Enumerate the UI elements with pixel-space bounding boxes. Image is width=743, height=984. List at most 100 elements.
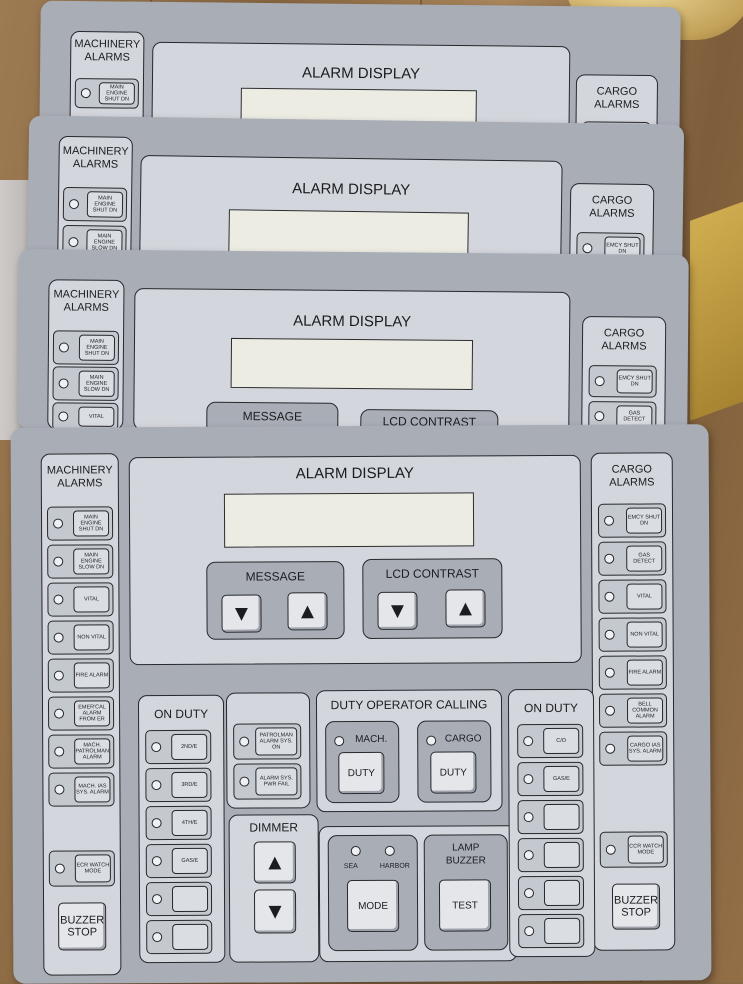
message-label: MESSAGE xyxy=(242,409,303,424)
indicator-led xyxy=(53,670,64,681)
indicator-led xyxy=(54,708,65,719)
key-label: VITAL xyxy=(626,583,663,610)
machinery-rocker-emercal-alarm[interactable]: EMER'CAL ALARM FROM ER xyxy=(47,696,115,731)
on-duty-left-group: ON DUTY 2nd/E 3rd/E 4th/E GAS/E xyxy=(137,694,226,964)
on-duty-left-rocker[interactable] xyxy=(145,881,213,917)
machinery-rocker-ecr-watch-mode[interactable]: ECR WATCH MODE xyxy=(48,850,115,887)
key-label: CARGO IAS SYS. ALARM xyxy=(627,735,664,762)
key-label: EMCY SHUT DN xyxy=(616,369,653,394)
key-label: CCR WATCH MODE xyxy=(627,835,664,864)
machinery-rocker[interactable]: MAIN ENGINE SHUT DN xyxy=(74,78,139,109)
cargo-rocker-gas-detect[interactable]: GAS DETECT xyxy=(598,541,667,576)
machinery-rocker-non-vital[interactable]: NON VITAL xyxy=(47,620,114,655)
key-label: VITAL xyxy=(73,586,110,613)
test-button[interactable]: TEST xyxy=(438,879,492,932)
alarm-sys-pwr-fail-rocker[interactable]: ALARM SYS. PWR FAIL xyxy=(233,763,302,800)
patrolman-group: PATROLMAN ALARM SYS. ON ALARM SYS. PWR F… xyxy=(225,692,311,809)
indicator-led xyxy=(523,736,534,747)
key-label: BELL COMMON ALARM xyxy=(626,697,664,724)
message-up-button[interactable]: ▲ xyxy=(287,592,328,631)
lcd-contrast-down-button[interactable]: ▼ xyxy=(377,591,418,630)
indicator-led xyxy=(151,742,162,753)
indicator-led xyxy=(582,243,593,254)
on-duty-right-rocker[interactable]: GAS/E xyxy=(517,761,584,797)
cargo-rocker-emcy-shut-dn[interactable]: EMCY SHUT DN xyxy=(597,503,667,538)
indicator-led xyxy=(151,780,162,791)
yellow-tape xyxy=(690,199,743,421)
indicator-led xyxy=(53,556,64,567)
machinery-rocker[interactable]: MAIN ENGINE SHUT DN xyxy=(62,186,128,222)
key-label xyxy=(171,885,209,912)
indicator-led xyxy=(53,632,64,643)
indicator-led xyxy=(523,850,534,861)
cargo-label: CARGO xyxy=(444,733,482,745)
cargo-rocker-vital[interactable]: VITAL xyxy=(598,579,667,614)
patrolman-alarm-rocker[interactable]: PATROLMAN ALARM SYS. ON xyxy=(233,723,302,760)
alarm-display-group: ALARM DISPLAY MESSAGE LCD CONTRAST xyxy=(133,288,571,437)
indicator-led xyxy=(604,629,615,640)
on-duty-left-rocker[interactable]: 2nd/E xyxy=(145,729,212,765)
group-title: CARGO ALARMS xyxy=(609,463,655,489)
on-duty-right-rocker[interactable] xyxy=(517,875,585,911)
machinery-rocker-ias-sys-alarm[interactable]: MACH. IAS SYS. ALARM xyxy=(48,772,115,807)
message-down-button[interactable]: ▼ xyxy=(221,594,262,633)
on-duty-right-rocker[interactable] xyxy=(517,799,584,835)
cargo-rocker-fire-alarm[interactable]: FIRE ALARM xyxy=(598,655,667,690)
key-label: MAIN ENGINE SLOW DN xyxy=(73,548,110,575)
indicator-led xyxy=(68,199,80,210)
mode-button[interactable]: MODE xyxy=(346,879,400,933)
cargo-rocker-cargo-ias-sys-alarm[interactable]: CARGO IAS SYS. ALARM xyxy=(599,731,668,766)
machinery-rocker[interactable]: MAIN ENGINE SHUT DN xyxy=(52,330,120,365)
indicator-led xyxy=(604,553,615,564)
key-label xyxy=(543,803,580,831)
indicator-led xyxy=(151,894,163,905)
dimmer-group: DIMMER ▲ ▼ xyxy=(228,814,320,963)
message-group: MESSAGE ▼ ▲ xyxy=(206,561,345,640)
key-label: MAIN ENGINE SHUT DN xyxy=(98,82,135,105)
buzzer-stop-button-left[interactable]: BUZZER STOP xyxy=(58,902,107,951)
group-title: CARGO ALARMS xyxy=(594,85,640,111)
key-label xyxy=(172,923,209,950)
on-duty-left-rocker[interactable] xyxy=(146,919,213,955)
key-label: FIRE ALARM xyxy=(73,662,110,689)
on-duty-left-rocker[interactable]: GAS/E xyxy=(145,843,212,879)
machinery-rocker-vital[interactable]: VITAL xyxy=(47,582,114,617)
cargo-duty-frame: CARGO DUTY xyxy=(417,720,492,803)
cargo-indicator-led xyxy=(426,735,437,746)
on-duty-left-rocker[interactable]: 4th/E xyxy=(145,805,212,841)
cargo-duty-button[interactable]: DUTY xyxy=(430,751,477,794)
indicator-led xyxy=(58,378,69,389)
machinery-rocker[interactable]: MAIN ENGINE SLOW DN xyxy=(52,366,119,401)
on-duty-right-rocker[interactable] xyxy=(517,837,584,873)
machinery-rocker-main-engine-shut-dn[interactable]: MAIN ENGINE SHUT DN xyxy=(46,506,114,541)
key-label: MACH. IAS SYS. ALARM xyxy=(74,776,111,803)
dimmer-down-button[interactable]: ▼ xyxy=(253,889,297,934)
group-title: CARGO ALARMS xyxy=(601,327,647,353)
key-label: NON VITAL xyxy=(73,624,110,651)
indicator-led xyxy=(151,818,162,829)
indicator-led xyxy=(605,705,616,716)
mach-duty-button[interactable]: DUTY xyxy=(338,751,385,795)
indicator-led xyxy=(524,926,535,937)
key-label: 2nd/E xyxy=(171,733,208,760)
machinery-rocker-fire-alarm[interactable]: FIRE ALARM xyxy=(47,658,114,693)
key-label: PATROLMAN ALARM SYS. ON xyxy=(255,727,298,756)
machinery-alarms-group: MACHINERY ALARMS MAIN ENGINE SHUT DN MAI… xyxy=(40,453,122,976)
on-duty-right-rocker[interactable]: C/O xyxy=(517,723,584,759)
cargo-rocker-ccr-watch-mode[interactable]: CCR WATCH MODE xyxy=(599,831,668,868)
group-title: MACHINERY ALARMS xyxy=(46,464,113,490)
lcd-contrast-up-button[interactable]: ▲ xyxy=(445,589,486,628)
key-label: VITAL xyxy=(78,406,115,427)
cargo-rocker-non-vital[interactable]: NON VITAL xyxy=(598,617,667,652)
indicator-led xyxy=(53,594,64,605)
cargo-rocker-bell-common-alarm[interactable]: BELL COMMON ALARM xyxy=(598,693,668,728)
cargo-rocker[interactable]: EMCY SHUT DN xyxy=(588,365,657,398)
buzzer-stop-button-right[interactable]: BUZZER STOP xyxy=(611,883,661,930)
machinery-rocker-patrolman-alarm[interactable]: MACH. PATROLMAN ALARM xyxy=(48,734,115,769)
on-duty-right-rocker[interactable] xyxy=(518,913,585,949)
on-duty-left-rocker[interactable]: 3rd/E xyxy=(145,767,212,803)
indicator-led xyxy=(239,736,250,747)
dimmer-label: DIMMER xyxy=(249,820,299,835)
indicator-led xyxy=(54,863,65,874)
machinery-rocker-main-engine-slow-dn[interactable]: MAIN ENGINE SLOW DN xyxy=(47,544,114,579)
